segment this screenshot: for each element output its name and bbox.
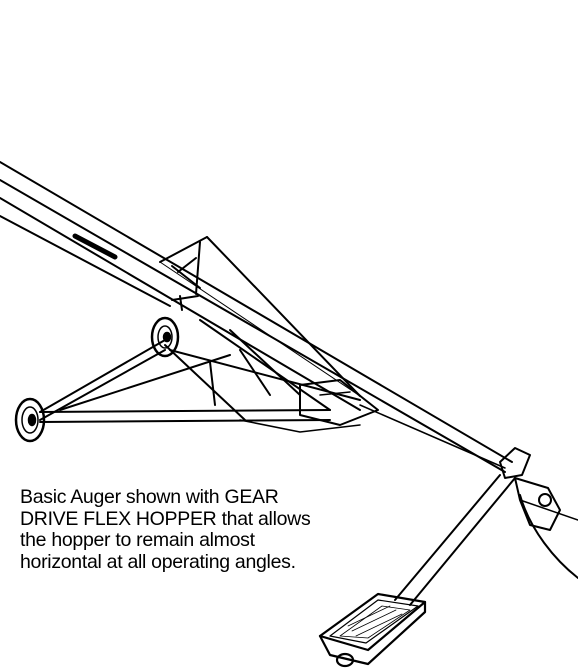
caption: Basic Auger shown with GEAR DRIVE FLEX H… — [20, 486, 410, 573]
wheel-left — [14, 397, 46, 443]
wheel-right — [150, 316, 180, 358]
caption-line-3: the hopper to remain almost — [20, 529, 255, 551]
truss-frame — [159, 236, 361, 397]
caption-line-4: horizontal at all operating angles. — [20, 550, 296, 573]
hopper-tube — [394, 474, 516, 606]
auger-tube — [0, 161, 513, 473]
caption-line-1: Basic Auger shown with GEAR — [20, 486, 279, 508]
gear-drive — [499, 447, 578, 579]
undercarriage — [39, 319, 379, 433]
flex-hopper — [318, 592, 427, 668]
caption-line-2: DRIVE FLEX HOPPER that allows — [20, 507, 311, 530]
